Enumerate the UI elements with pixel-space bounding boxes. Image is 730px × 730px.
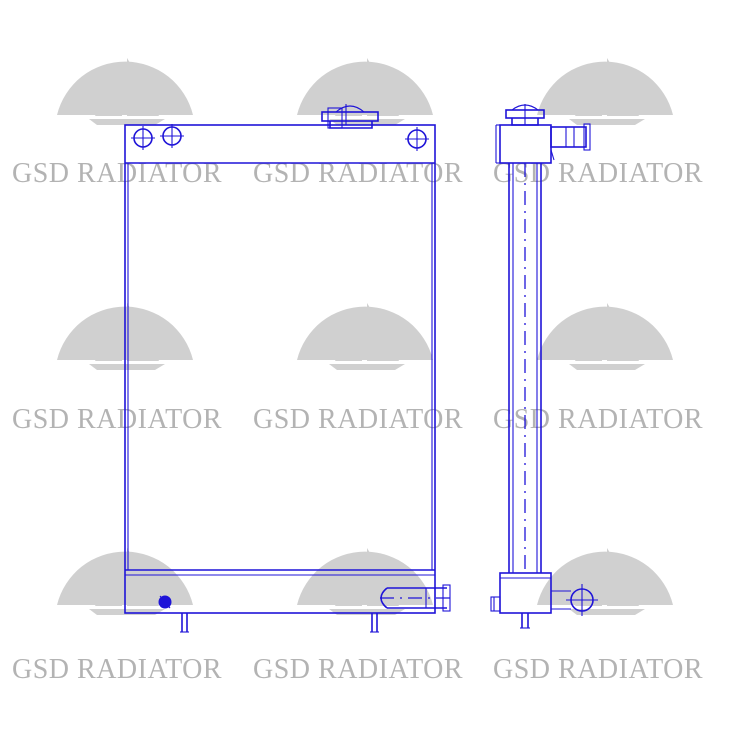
watermark-layer: GSD RADIATOR GSD RADIATOR GSD RADIATOR GSD … [12, 58, 703, 685]
watermark-text: GSD RADIATOR [493, 404, 703, 435]
sailboat-icon [297, 58, 433, 125]
watermark-text: GSD RADIATOR [12, 404, 222, 435]
mount-pin-icon [180, 613, 189, 633]
mount-hole-icon [405, 127, 429, 151]
mount-pin-icon [370, 613, 379, 633]
sailboat-icon [537, 58, 673, 125]
sailboat-icon [537, 548, 673, 615]
filler-cap-icon [505, 104, 545, 126]
mount-pin-icon [520, 613, 530, 629]
side-bottom-tank [499, 572, 552, 614]
watermark-text: GSD RADIATOR [12, 654, 222, 685]
drain-plug-icon [158, 595, 172, 609]
sailboat-icon [57, 58, 193, 125]
radiator-core-outline [124, 124, 436, 614]
outlet-pipe-icon [380, 584, 455, 612]
watermark-text: GSD RADIATOR [253, 404, 463, 435]
sailboat-icon [297, 303, 433, 370]
mount-hole-icon [131, 126, 155, 150]
watermark-text: GSD RADIATOR [493, 654, 703, 685]
filler-cap-icon [321, 104, 379, 129]
side-view [490, 104, 598, 629]
sailboat-icon [537, 303, 673, 370]
inlet-pipe-icon [550, 123, 591, 161]
watermark-text: GSD RADIATOR [253, 654, 463, 685]
outlet-pipe-end-icon [551, 584, 598, 616]
sailboat-icon [297, 548, 433, 615]
front-view [124, 104, 455, 633]
mount-hole-icon [160, 124, 184, 148]
